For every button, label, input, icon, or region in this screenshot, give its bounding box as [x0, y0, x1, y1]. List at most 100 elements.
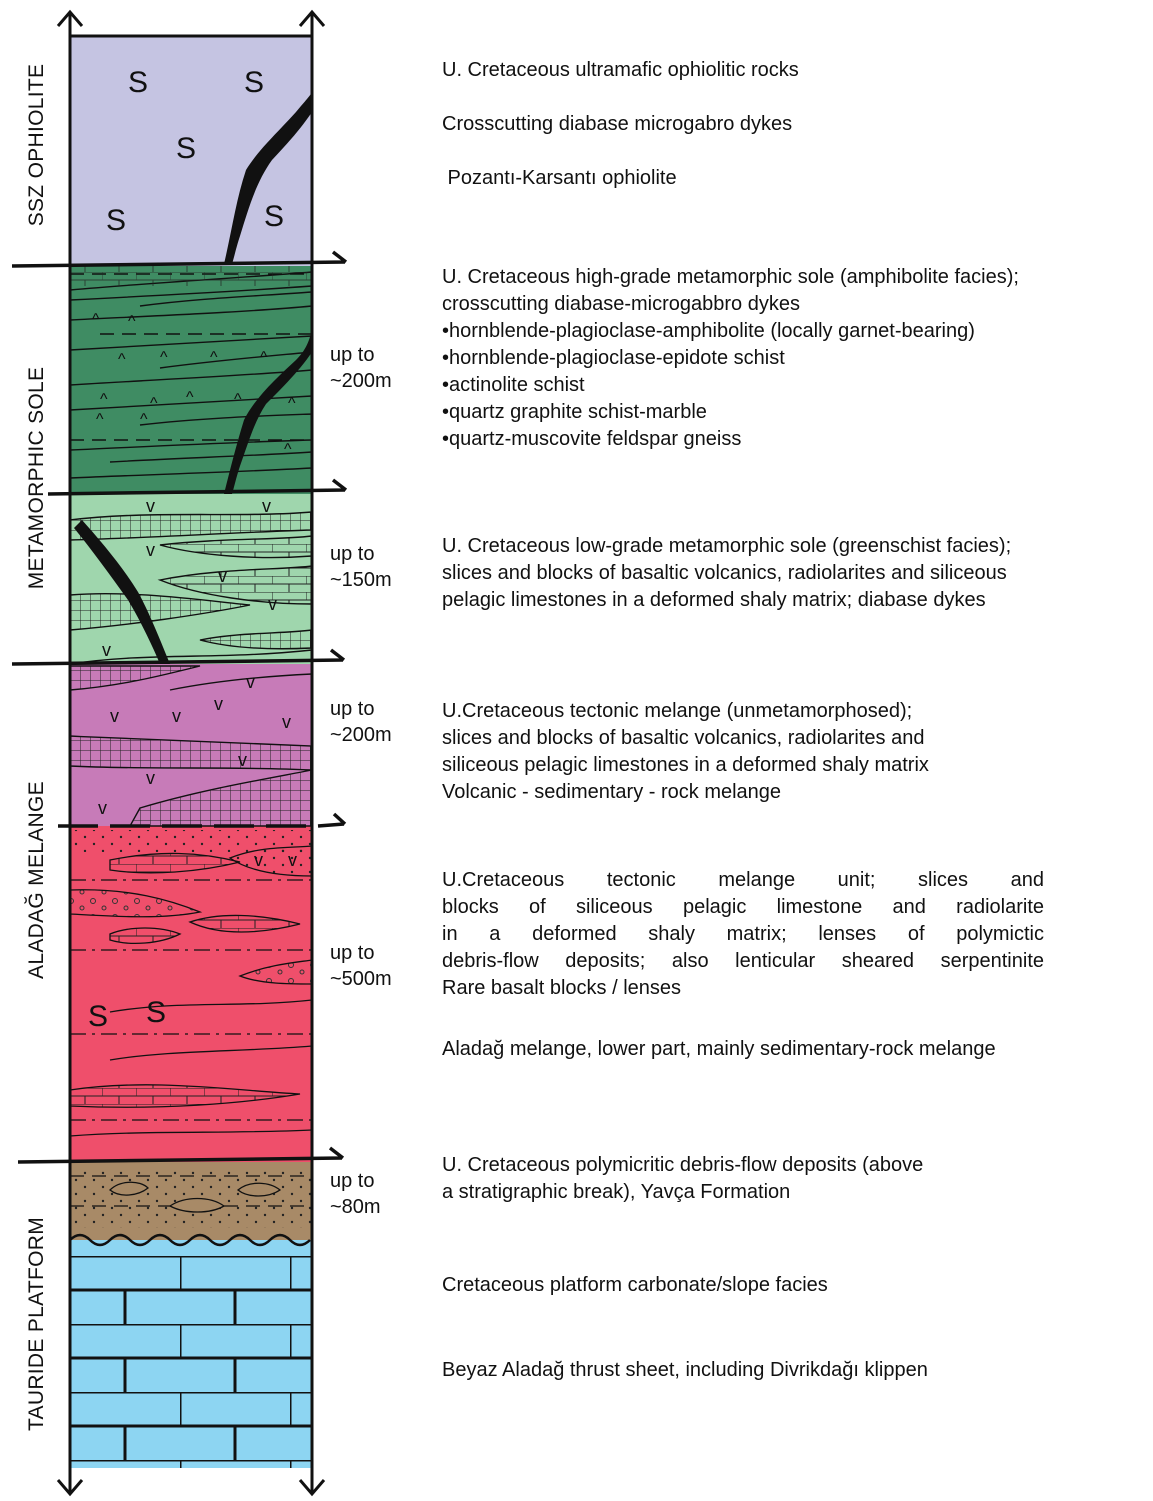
description-line: crosscutting diabase-microgabbro dykes: [442, 293, 800, 315]
description-line: U.Cretaceous tectonic melange (unmetamor…: [442, 700, 913, 722]
thickness-value: ~200m: [330, 724, 392, 746]
amphibolite-symbol: ^: [234, 391, 242, 408]
volcanic-symbol: v: [172, 706, 181, 726]
ophiolite-line-3: Pozantı-Karsantı ophiolite: [442, 167, 677, 189]
unit-label-platform: TAURIDE PLATFORM: [25, 1216, 48, 1432]
description-line: U. Cretaceous high-grade metamorphic sol…: [442, 266, 1019, 288]
thickness-value: ~80m: [330, 1196, 381, 1218]
volcanic-symbol: v: [214, 694, 223, 714]
unit-label-metamorphic-sole: METAMORPHIC SOLE: [25, 366, 48, 590]
volcanic-symbol: v: [102, 640, 111, 660]
volcanic-melange-description: U.Cretaceous tectonic melange (unmetamor…: [442, 698, 929, 806]
thickness-yavca: up to ~80m: [330, 1168, 381, 1220]
ophiolite-line-2: Crosscutting diabase microgabro dykes: [442, 113, 793, 135]
unit-label-melange: ALADAĞ MELANGE: [25, 781, 48, 979]
description-line: U.Cretaceous tectonic melange unit; slic…: [442, 869, 1044, 891]
amphibolite-symbol: ^: [186, 389, 194, 406]
amphibolite-symbol: ^: [100, 391, 108, 408]
low-grade-dyke: [74, 520, 170, 664]
description-line: debris-flow deposits; also lenticular sh…: [442, 950, 1044, 972]
description-line: a stratigraphic break), Yavça Formation: [442, 1181, 791, 1203]
volcanic-symbol: v: [112, 562, 121, 582]
volcanic-symbol: v: [110, 706, 119, 726]
thickness-prefix: up to: [330, 698, 375, 720]
yavca-description: U. Cretaceous polymicritic debris-flow d…: [442, 1152, 923, 1206]
amphibolite-symbol: ^: [284, 441, 292, 458]
sedimentary-melange-unit: [70, 826, 312, 1162]
amphibolite-symbol: ^: [96, 411, 104, 428]
volcanic-symbol: v: [146, 768, 155, 788]
volcanic-symbol: v: [98, 798, 107, 818]
description-line: Volcanic - sedimentary - rock melange: [442, 781, 782, 803]
volcanic-symbol: v: [262, 496, 271, 516]
thickness-prefix: up to: [330, 543, 375, 565]
platform-line-2: Beyaz Aladağ thrust sheet, including Div…: [442, 1359, 928, 1381]
description-line: •quartz-muscovite feldspar gneiss: [442, 428, 742, 450]
low-grade-sole-description: U. Cretaceous low-grade metamorphic sole…: [442, 533, 1011, 614]
unit-label-ophiolite: SSZ OPHIOLITE: [25, 63, 48, 227]
platform-brick-pattern: [70, 1256, 312, 1468]
amphibolite-symbol: ^: [118, 351, 126, 368]
platform-line-1: Cretaceous platform carbonate/slope faci…: [442, 1274, 828, 1296]
amphibolite-symbol: ^: [150, 395, 158, 412]
thrust-contacts: [11, 250, 348, 1164]
description-line: •quartz graphite schist-marble: [442, 401, 707, 423]
amphibolite-symbol: ^: [128, 313, 136, 330]
thickness-high-grade-sole: up to ~200m: [330, 342, 392, 394]
thickness-prefix: up to: [330, 344, 375, 366]
serpentinite-symbol: S: [128, 66, 148, 99]
description-line: slices and blocks of basaltic volcanics,…: [442, 562, 1007, 584]
volcanic-symbol: v: [254, 850, 263, 870]
low-grade-sole-lenses: [69, 511, 313, 665]
volcanic-symbol: v: [246, 672, 255, 692]
serpentinite-symbol: S: [264, 200, 284, 233]
volcanic-symbol: v: [146, 540, 155, 560]
yavca-texture: [69, 1168, 312, 1247]
column-borders: [68, 34, 314, 1470]
description-line: U. Cretaceous polymicritic debris-flow d…: [442, 1154, 924, 1176]
description-line: •hornblende-plagioclase-epidote schist: [442, 347, 785, 369]
amphibolite-symbol: ^: [288, 395, 296, 412]
high-grade-marble-band: [70, 266, 312, 286]
serpentinite-symbol: S: [146, 996, 166, 1029]
thickness-prefix: up to: [330, 1170, 375, 1192]
serpentinite-symbol: S: [176, 132, 196, 165]
amphibolite-symbol: ^: [260, 349, 268, 366]
description-line: in a deformed shaly matrix; lenses of po…: [442, 923, 1044, 945]
description-line: pelagic limestones in a deformed shaly m…: [442, 589, 986, 611]
thickness-prefix: up to: [330, 942, 375, 964]
description-line: •hornblende-plagioclase-amphibolite (loc…: [442, 320, 975, 342]
description-line: slices and blocks of basaltic volcanics,…: [442, 727, 925, 749]
serpentinite-symbol: S: [88, 1000, 108, 1033]
description-line: •actinolite schist: [442, 374, 585, 396]
amphibolite-symbol: ^: [160, 349, 168, 366]
volcanic-symbol: v: [238, 750, 247, 770]
thickness-sedimentary-melange: up to ~500m: [330, 940, 392, 992]
description-line: blocks of siliceous pelagic limestone an…: [442, 896, 1044, 918]
continuation-arrows: [56, 9, 326, 1497]
thickness-low-grade-sole: up to ~150m: [330, 541, 392, 593]
volcanic-symbol: v: [268, 594, 277, 614]
thickness-value: ~200m: [330, 370, 392, 392]
sedimentary-melange-description: U.Cretaceous tectonic melange unit; slic…: [442, 867, 1044, 975]
amphibolite-symbol: ^: [210, 349, 218, 366]
high-grade-sole-unit: [70, 266, 312, 494]
sedimentary-melange-lenses: [69, 830, 313, 1137]
thickness-value: ~500m: [330, 968, 392, 990]
volcanic-symbol: v: [146, 496, 155, 516]
volcanic-symbol: v: [282, 712, 291, 732]
volcanic-symbol: v: [288, 850, 297, 870]
high-grade-sole-description: U. Cretaceous high-grade metamorphic sol…: [442, 264, 1019, 453]
amphibolite-symbol: ^: [92, 311, 100, 328]
sole-dyke: [224, 328, 312, 494]
thickness-value: ~150m: [330, 569, 392, 591]
volcanic-melange-lenses: [69, 665, 313, 827]
serpentinite-symbol: S: [244, 66, 264, 99]
sedimentary-melange-last-line: Rare basalt blocks / lenses: [442, 977, 682, 999]
ophiolite-dyke: [224, 92, 312, 264]
description-line: U. Cretaceous low-grade metamorphic sole…: [442, 535, 1012, 557]
serpentinite-symbol: S: [106, 204, 126, 237]
volcanic-symbol: v: [218, 566, 227, 586]
